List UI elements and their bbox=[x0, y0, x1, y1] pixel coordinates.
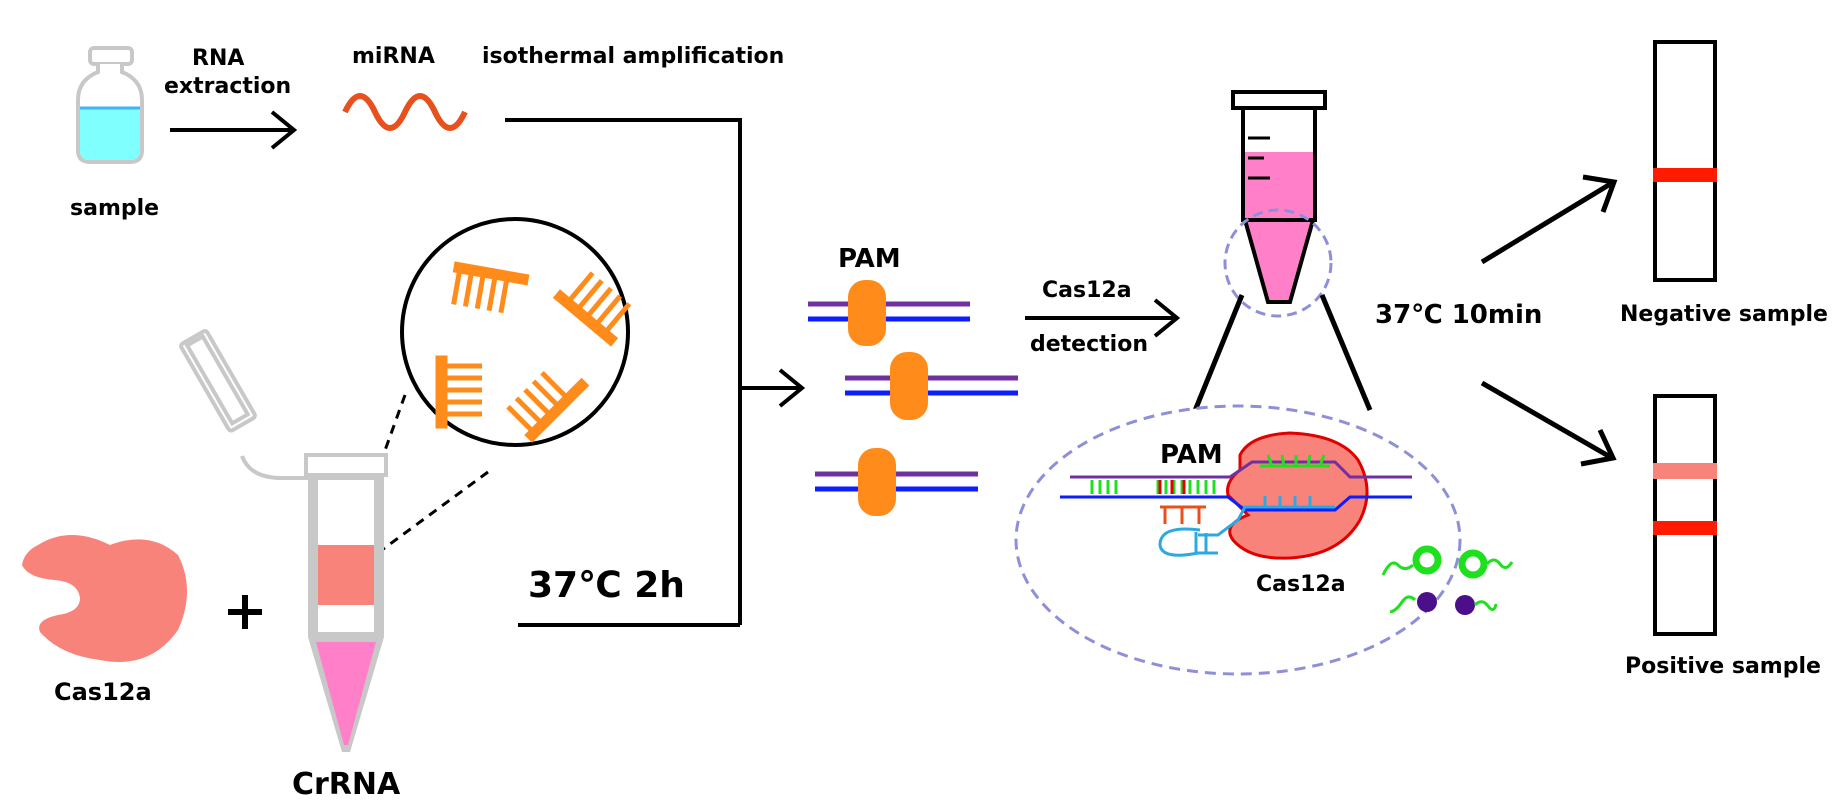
negative-sample-label: Negative sample bbox=[1620, 302, 1828, 327]
crrna-tube-icon bbox=[304, 453, 388, 752]
mirna-label: miRNA bbox=[352, 44, 435, 69]
crrna-magnifier bbox=[338, 217, 632, 576]
arrow-detection bbox=[1025, 298, 1181, 338]
arrow-extraction bbox=[170, 110, 298, 150]
crrna-comb-icon bbox=[552, 271, 632, 347]
pipette-icon bbox=[179, 329, 310, 480]
cas12a-zoom-label: Cas12a bbox=[1256, 572, 1346, 597]
dsdna-complex-3 bbox=[815, 448, 978, 516]
plus-sign bbox=[228, 595, 262, 629]
rna-extraction-label-1: RNA bbox=[192, 46, 245, 71]
pam-top-label: PAM bbox=[838, 244, 901, 274]
rna-extraction-label-2: extraction bbox=[164, 74, 292, 99]
sample-vial-icon bbox=[76, 46, 144, 164]
arrow-negative bbox=[1480, 174, 1618, 265]
cas12a-complex-zoom bbox=[1060, 431, 1412, 560]
arrow-positive bbox=[1480, 380, 1617, 467]
cas12a-detection-label-2: detection bbox=[1030, 332, 1148, 357]
isothermal-amplification-label: isothermal amplification bbox=[482, 44, 785, 69]
mirna-wave-icon bbox=[342, 93, 468, 131]
dsdna-complex-2 bbox=[845, 352, 1018, 420]
crrna-comb-icon bbox=[435, 355, 482, 429]
condition-37c-2h-label: 37℃ 2h bbox=[528, 565, 685, 606]
zoom-lines bbox=[1189, 294, 1373, 419]
cas12a-detection-label-1: Cas12a bbox=[1042, 278, 1132, 303]
crrna-comb-icon bbox=[451, 261, 530, 314]
connector-top bbox=[505, 118, 806, 627]
condition-37c-10min-label: 37℃ 10min bbox=[1375, 300, 1543, 330]
crrna-comb-icon bbox=[506, 371, 590, 443]
pam-zoom-label: PAM bbox=[1160, 440, 1223, 470]
reporter-molecules-icon bbox=[1381, 545, 1514, 615]
positive-test-strip-icon bbox=[1653, 394, 1717, 636]
positive-sample-label: Positive sample bbox=[1625, 654, 1821, 679]
sample-label: sample bbox=[70, 196, 160, 221]
dsdna-complex-1 bbox=[808, 280, 970, 346]
negative-test-strip-icon bbox=[1653, 40, 1717, 282]
cas12a-left-label: Cas12a bbox=[54, 678, 152, 706]
detection-tube-icon bbox=[1223, 90, 1333, 318]
crrna-label: CrRNA bbox=[292, 767, 401, 802]
cas12a-protein-icon bbox=[22, 535, 187, 662]
